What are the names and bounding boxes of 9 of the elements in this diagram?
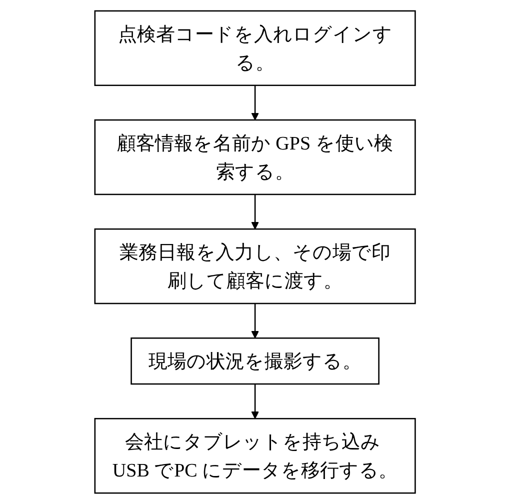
arrow	[251, 85, 259, 120]
node-box: 現場の状況を撮影する。	[130, 337, 380, 385]
node-box: 顧客情報を名前か GPS を使い検索する。	[94, 119, 416, 196]
node-box: 点検者コードを入れログインする。	[94, 10, 416, 86]
arrow	[251, 384, 259, 419]
node-box: 業務日報を入力し、その場で印刷して顧客に渡す。	[94, 228, 416, 304]
arrow	[251, 304, 259, 338]
node-box: 会社にタブレットを持ち込み USB でPC にデータを移行する。	[94, 418, 416, 494]
arrow	[251, 194, 259, 230]
